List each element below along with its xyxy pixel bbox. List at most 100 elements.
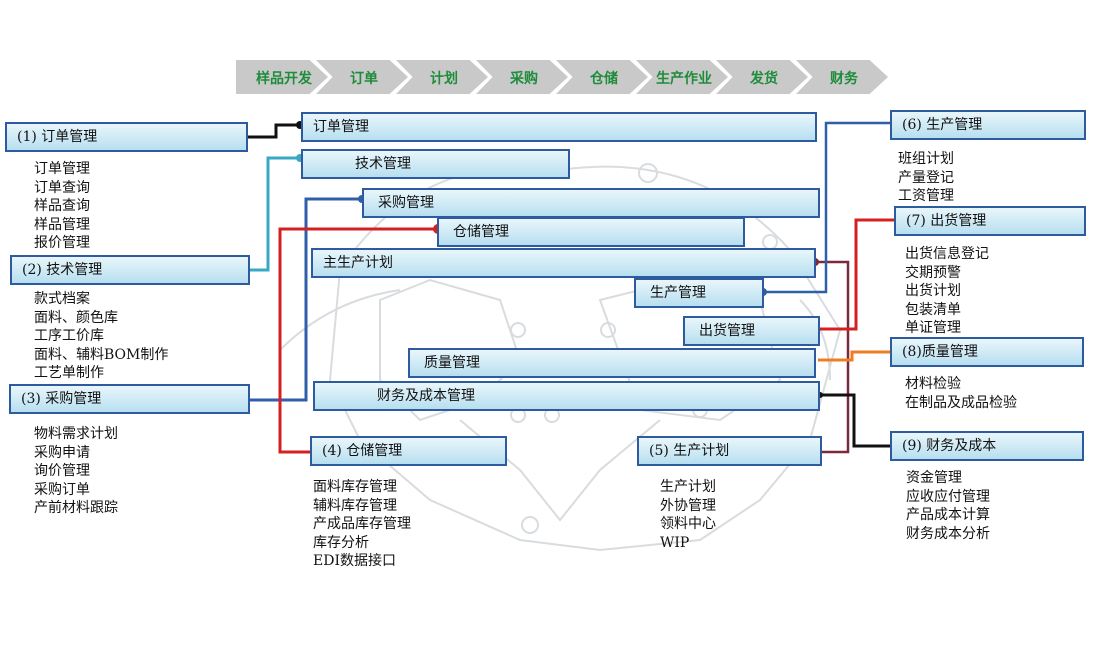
connector-tech: [250, 156, 300, 272]
list-item: 工资管理: [898, 188, 954, 204]
module-box-shipping: (7) 出货管理: [894, 206, 1086, 236]
center-box-shipping: 出货管理: [683, 316, 820, 346]
flow-step: 仓储: [556, 60, 648, 94]
list-item: 面料库存管理: [313, 479, 397, 495]
list-item: 订单管理: [34, 161, 90, 177]
process-flow-bar: 样品开发 订单 计划 采购 仓储 生产作业 发货 财务: [236, 60, 900, 94]
module-title: (7) 出货管理: [906, 213, 987, 229]
list-item: 领料中心: [660, 516, 716, 532]
flow-step-label: 仓储: [590, 71, 618, 87]
list-item: 出货计划: [905, 283, 961, 299]
center-box-order: 订单管理: [301, 112, 817, 142]
list-item: 产前材料跟踪: [34, 500, 118, 516]
center-box-storage: 仓储管理: [437, 217, 745, 247]
module-list-plan: 生产计划 外协管理 领料中心 WIP: [660, 478, 716, 552]
list-item: 生产计划: [660, 479, 716, 495]
module-list-finance: 资金管理 应收应付管理 产品成本计算 财务成本分析: [906, 469, 990, 543]
list-item: 单证管理: [905, 320, 961, 336]
center-box-tech: 技术管理: [301, 149, 570, 179]
module-list-quality: 材料检验 在制品及成品检验: [905, 375, 1017, 412]
module-box-order: (1) 订单管理: [5, 122, 248, 152]
list-item: 报价管理: [34, 235, 90, 251]
flow-step: 样品开发: [236, 60, 328, 94]
module-title: (4) 仓储管理: [322, 443, 403, 459]
center-box-quality: 质量管理: [408, 348, 816, 378]
flow-step-label: 财务: [830, 71, 858, 87]
connector-plan: [815, 260, 850, 454]
list-item: 材料检验: [905, 376, 961, 392]
list-item: WIP: [660, 534, 690, 551]
list-item: 外协管理: [660, 497, 716, 514]
connector-production: [763, 121, 890, 294]
center-box-label: 质量管理: [424, 355, 480, 371]
module-list-shipping: 出货信息登记 交期预警 出货计划 包装清单 单证管理: [905, 245, 989, 338]
flow-step-label: 样品开发: [256, 71, 312, 87]
module-box-finance: (9) 财务及成本: [890, 431, 1084, 461]
list-item: 面料、辅料BOM制作: [34, 346, 169, 363]
list-item: 产量登记: [898, 169, 954, 186]
connector-quality: [818, 350, 890, 362]
list-item: 辅料库存管理: [313, 497, 397, 514]
list-item: 样品查询: [34, 198, 90, 214]
center-box-purchase: 采购管理: [362, 188, 820, 218]
connector-shipping: [820, 218, 894, 331]
list-item: 款式档案: [34, 291, 90, 307]
list-item: 库存分析: [313, 534, 369, 551]
flow-step: 财务: [796, 60, 888, 94]
list-item: 在制品及成品检验: [905, 394, 1017, 411]
module-list-storage: 面料库存管理 辅料库存管理 产成品库存管理 库存分析 EDI数据接口: [313, 478, 411, 571]
list-item: 出货信息登记: [905, 246, 989, 262]
module-title: (6) 生产管理: [902, 117, 983, 133]
list-item: 产成品库存管理: [313, 516, 411, 532]
connector-purchase: [250, 197, 362, 402]
list-item: 采购申请: [34, 444, 90, 461]
module-box-production: (6) 生产管理: [890, 110, 1086, 140]
list-item: 交期预警: [905, 264, 961, 281]
module-list-production: 班组计划 产量登记 工资管理: [898, 150, 954, 206]
module-list-order: 订单管理 订单查询 样品查询 样品管理 报价管理: [34, 160, 90, 253]
list-item: 产品成本计算: [906, 507, 990, 523]
module-box-quality: (8)质量管理: [890, 337, 1084, 367]
module-list-purchase: 物料需求计划 采购申请 询价管理 采购订单 产前材料跟踪: [34, 425, 118, 518]
center-box-label: 主生产计划: [323, 255, 393, 271]
list-item: 应收应付管理: [906, 488, 990, 505]
flow-step-label: 生产作业: [656, 71, 712, 87]
module-title: (8)质量管理: [902, 344, 978, 360]
list-item: 包装清单: [905, 301, 961, 318]
center-box-master-plan: 主生产计划: [311, 248, 816, 278]
flow-step: 生产作业: [636, 60, 728, 94]
list-item: 班组计划: [898, 151, 954, 167]
module-box-storage: (4) 仓储管理: [310, 436, 507, 466]
connector-finance: [820, 393, 890, 448]
center-box-label: 订单管理: [313, 119, 369, 135]
list-item: 财务成本分析: [906, 525, 990, 542]
list-item: 工序工价库: [34, 328, 104, 344]
module-title: (2) 技术管理: [22, 262, 103, 278]
list-item: 采购订单: [34, 481, 90, 498]
flow-step-label: 发货: [750, 71, 778, 87]
list-item: 订单查询: [34, 179, 90, 196]
center-box-label: 采购管理: [378, 195, 434, 211]
module-title: (3) 采购管理: [21, 391, 102, 407]
list-item: 询价管理: [34, 463, 90, 479]
flow-step-label: 订单: [350, 71, 378, 87]
center-box-production: 生产管理: [634, 278, 764, 308]
center-box-label: 生产管理: [650, 285, 706, 301]
center-box-label: 仓储管理: [453, 224, 509, 240]
list-item: EDI数据接口: [313, 553, 396, 569]
list-item: 面料、颜色库: [34, 309, 118, 326]
flow-step-label: 采购: [510, 71, 538, 87]
center-box-label: 技术管理: [355, 156, 411, 172]
connector-storage: [278, 227, 438, 454]
center-box-label: 出货管理: [699, 323, 755, 339]
module-box-plan: (5) 生产计划: [637, 436, 822, 466]
module-box-tech: (2) 技术管理: [10, 255, 250, 285]
list-item: 样品管理: [34, 216, 90, 233]
module-title: (5) 生产计划: [649, 443, 730, 459]
flow-step-label: 计划: [430, 71, 458, 87]
center-box-finance: 财务及成本管理: [313, 381, 820, 411]
connector-order: [248, 123, 300, 139]
module-title: (1) 订单管理: [17, 129, 98, 145]
center-box-label: 财务及成本管理: [377, 388, 475, 404]
